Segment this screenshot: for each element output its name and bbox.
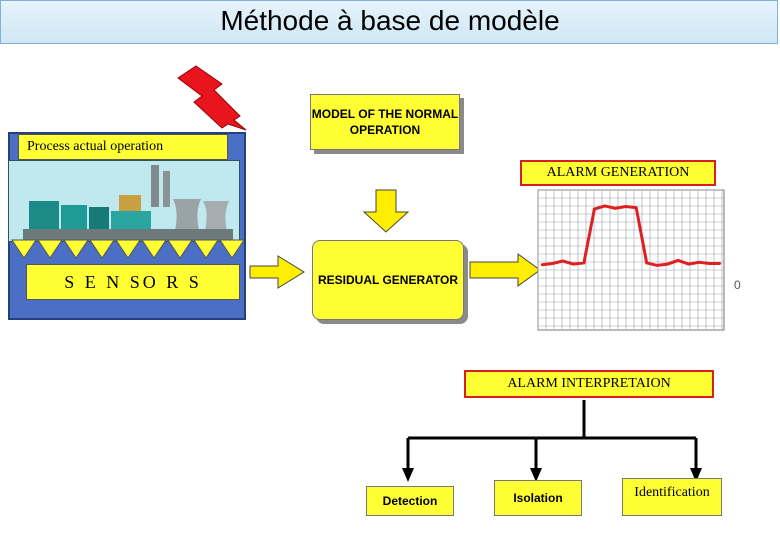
chart-point	[582, 261, 586, 265]
chart-plot-area	[537, 189, 725, 331]
chart-point	[718, 262, 722, 265]
residual-generator-box: RESIDUAL GENERATOR	[312, 240, 464, 320]
chart-axis-label: 0	[734, 278, 741, 292]
chart-point	[655, 264, 659, 267]
chart-series-line	[541, 204, 720, 267]
chart-point	[697, 261, 701, 264]
title-banner: Méthode à base de modèle	[0, 0, 778, 44]
alarm-generation-box: ALARM GENERATION	[520, 160, 716, 186]
chart-point	[645, 261, 648, 265]
chart-point	[624, 205, 627, 208]
identification-box: Identification	[622, 478, 722, 516]
chart-point	[614, 207, 617, 210]
chart-point	[551, 262, 554, 265]
arrow-right-icon	[469, 253, 541, 287]
chart-point	[540, 263, 544, 266]
model-box: MODEL OF THE NORMAL OPERATION	[310, 94, 460, 150]
chart-point	[635, 206, 638, 209]
chart-point	[687, 262, 690, 266]
alarm-interpretation-box: ALARM INTERPRETAION	[464, 370, 714, 398]
chart-point	[676, 259, 680, 262]
isolation-box: Isolation	[494, 480, 582, 516]
sensors-box: S E N SO R S	[26, 264, 240, 300]
arrow-right-icon	[249, 255, 305, 289]
power-plant-illustration	[9, 161, 239, 241]
page-title: Méthode à base de modèle	[220, 5, 560, 36]
chart-point	[666, 262, 669, 266]
detection-box: Detection	[366, 486, 454, 516]
chart-point	[708, 262, 711, 265]
chart-point	[603, 204, 607, 208]
chart-point	[561, 259, 565, 263]
chart-point	[593, 207, 596, 211]
chart-point	[572, 262, 575, 266]
process-label: Process actual operation	[18, 134, 228, 160]
